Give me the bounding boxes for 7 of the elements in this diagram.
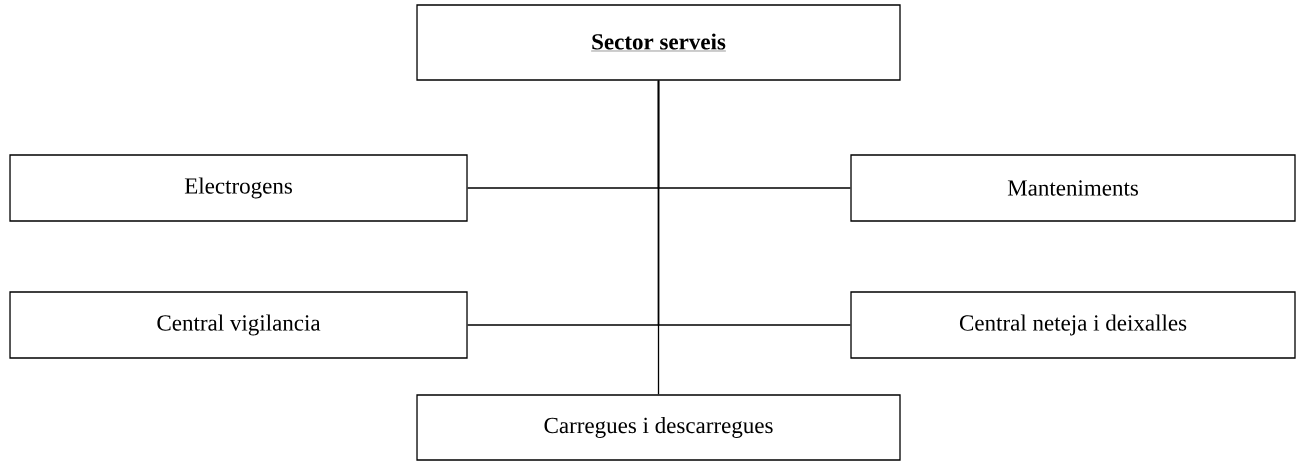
title-box: Sector serveis [416,4,901,81]
process-box: Electrogens [9,154,468,222]
process-box: Carregues i descarregues [416,394,901,461]
process-box: Central neteja i deixalles [850,291,1296,359]
process-box: Manteniments [850,154,1296,222]
process-box: Central vigilancia [9,291,468,359]
connector-line [657,80,660,395]
